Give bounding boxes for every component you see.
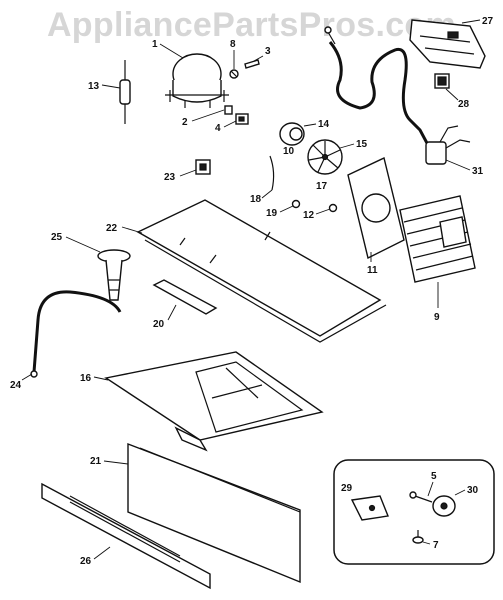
callout-3: 3: [265, 46, 271, 57]
leader-12: [315, 208, 331, 215]
callout-21: 21: [90, 456, 102, 467]
callout-26: 26: [80, 556, 92, 567]
callout-11: 11: [367, 265, 378, 276]
leader-30: [454, 489, 466, 496]
callout-13: 13: [88, 81, 100, 92]
drain-funnel[interactable]: [97, 249, 131, 301]
relay[interactable]: [235, 113, 249, 125]
channel[interactable]: [152, 279, 218, 315]
mounting-clip[interactable]: [195, 159, 211, 175]
screw-12[interactable]: [328, 203, 338, 213]
callout-31: 31: [472, 166, 484, 177]
callout-25: 25: [51, 232, 63, 243]
fan-blade[interactable]: [307, 139, 343, 175]
leader-20: [167, 304, 177, 321]
leader-16: [93, 376, 109, 381]
leader-28: [445, 88, 459, 101]
callout-15: 15: [356, 139, 368, 150]
leader-3: [253, 55, 264, 62]
evaporator[interactable]: [399, 195, 476, 283]
leader-25: [65, 236, 101, 253]
drain-pan[interactable]: [104, 351, 324, 452]
leader-31: [445, 159, 471, 171]
screw-7[interactable]: [412, 530, 424, 544]
knob[interactable]: [432, 495, 456, 517]
compressor[interactable]: [165, 53, 229, 108]
leader-4: [223, 120, 237, 128]
drain-tube[interactable]: [30, 290, 122, 378]
screw[interactable]: [229, 69, 239, 79]
leader-18: [261, 189, 273, 199]
leader-2: [191, 109, 225, 122]
connector[interactable]: [434, 73, 450, 89]
grille[interactable]: [41, 482, 211, 590]
callout-30: 30: [467, 485, 479, 496]
grommet[interactable]: [224, 105, 233, 115]
leader-27: [461, 19, 481, 24]
callout-29: 29: [341, 483, 353, 494]
callout-14: 14: [318, 119, 330, 130]
leader-1: [159, 43, 184, 59]
leader-26: [93, 546, 111, 560]
detail-inset: [333, 459, 495, 565]
leader-23: [179, 169, 197, 177]
leader-14: [303, 123, 317, 127]
callout-7: 7: [433, 540, 439, 551]
leader-13: [101, 84, 121, 89]
callout-8: 8: [230, 39, 236, 50]
wire-harness[interactable]: [324, 26, 430, 146]
capacitor[interactable]: [119, 60, 131, 124]
callout-17: 17: [316, 181, 328, 192]
callout-23: 23: [164, 172, 176, 183]
callout-28: 28: [458, 99, 470, 110]
front-panel[interactable]: [127, 442, 301, 584]
callout-4: 4: [215, 123, 221, 134]
leader-5: [427, 481, 434, 497]
callout-19: 19: [266, 208, 278, 219]
damper-control[interactable]: [350, 495, 389, 521]
leader-24: [21, 373, 33, 381]
callout-22: 22: [106, 223, 118, 234]
callout-18: 18: [250, 194, 262, 205]
clip[interactable]: [244, 59, 260, 69]
leader-21: [103, 460, 129, 465]
defrost-timer[interactable]: [425, 125, 471, 165]
callout-16: 16: [80, 373, 92, 384]
leader-15: [339, 143, 355, 149]
callout-2: 2: [182, 117, 188, 128]
callout-5: 5: [431, 471, 437, 482]
callout-10: 10: [283, 146, 295, 157]
fan-shroud[interactable]: [347, 157, 405, 260]
fan-motor[interactable]: [279, 122, 305, 146]
leader-7: [422, 541, 431, 545]
leader-22: [121, 226, 143, 234]
screw-19[interactable]: [291, 199, 301, 209]
callout-20: 20: [153, 319, 165, 330]
callout-24: 24: [10, 380, 22, 391]
shaft[interactable]: [409, 491, 433, 503]
callout-1: 1: [152, 39, 158, 50]
callout-12: 12: [303, 210, 315, 221]
callout-9: 9: [434, 312, 440, 323]
base-panel[interactable]: [136, 199, 387, 343]
callout-27: 27: [482, 16, 494, 27]
leader-19: [279, 205, 294, 213]
harness-bracket[interactable]: [409, 19, 486, 69]
watermark: AppliancePartsPros.com: [46, 6, 457, 44]
motor-bracket[interactable]: [269, 155, 275, 191]
